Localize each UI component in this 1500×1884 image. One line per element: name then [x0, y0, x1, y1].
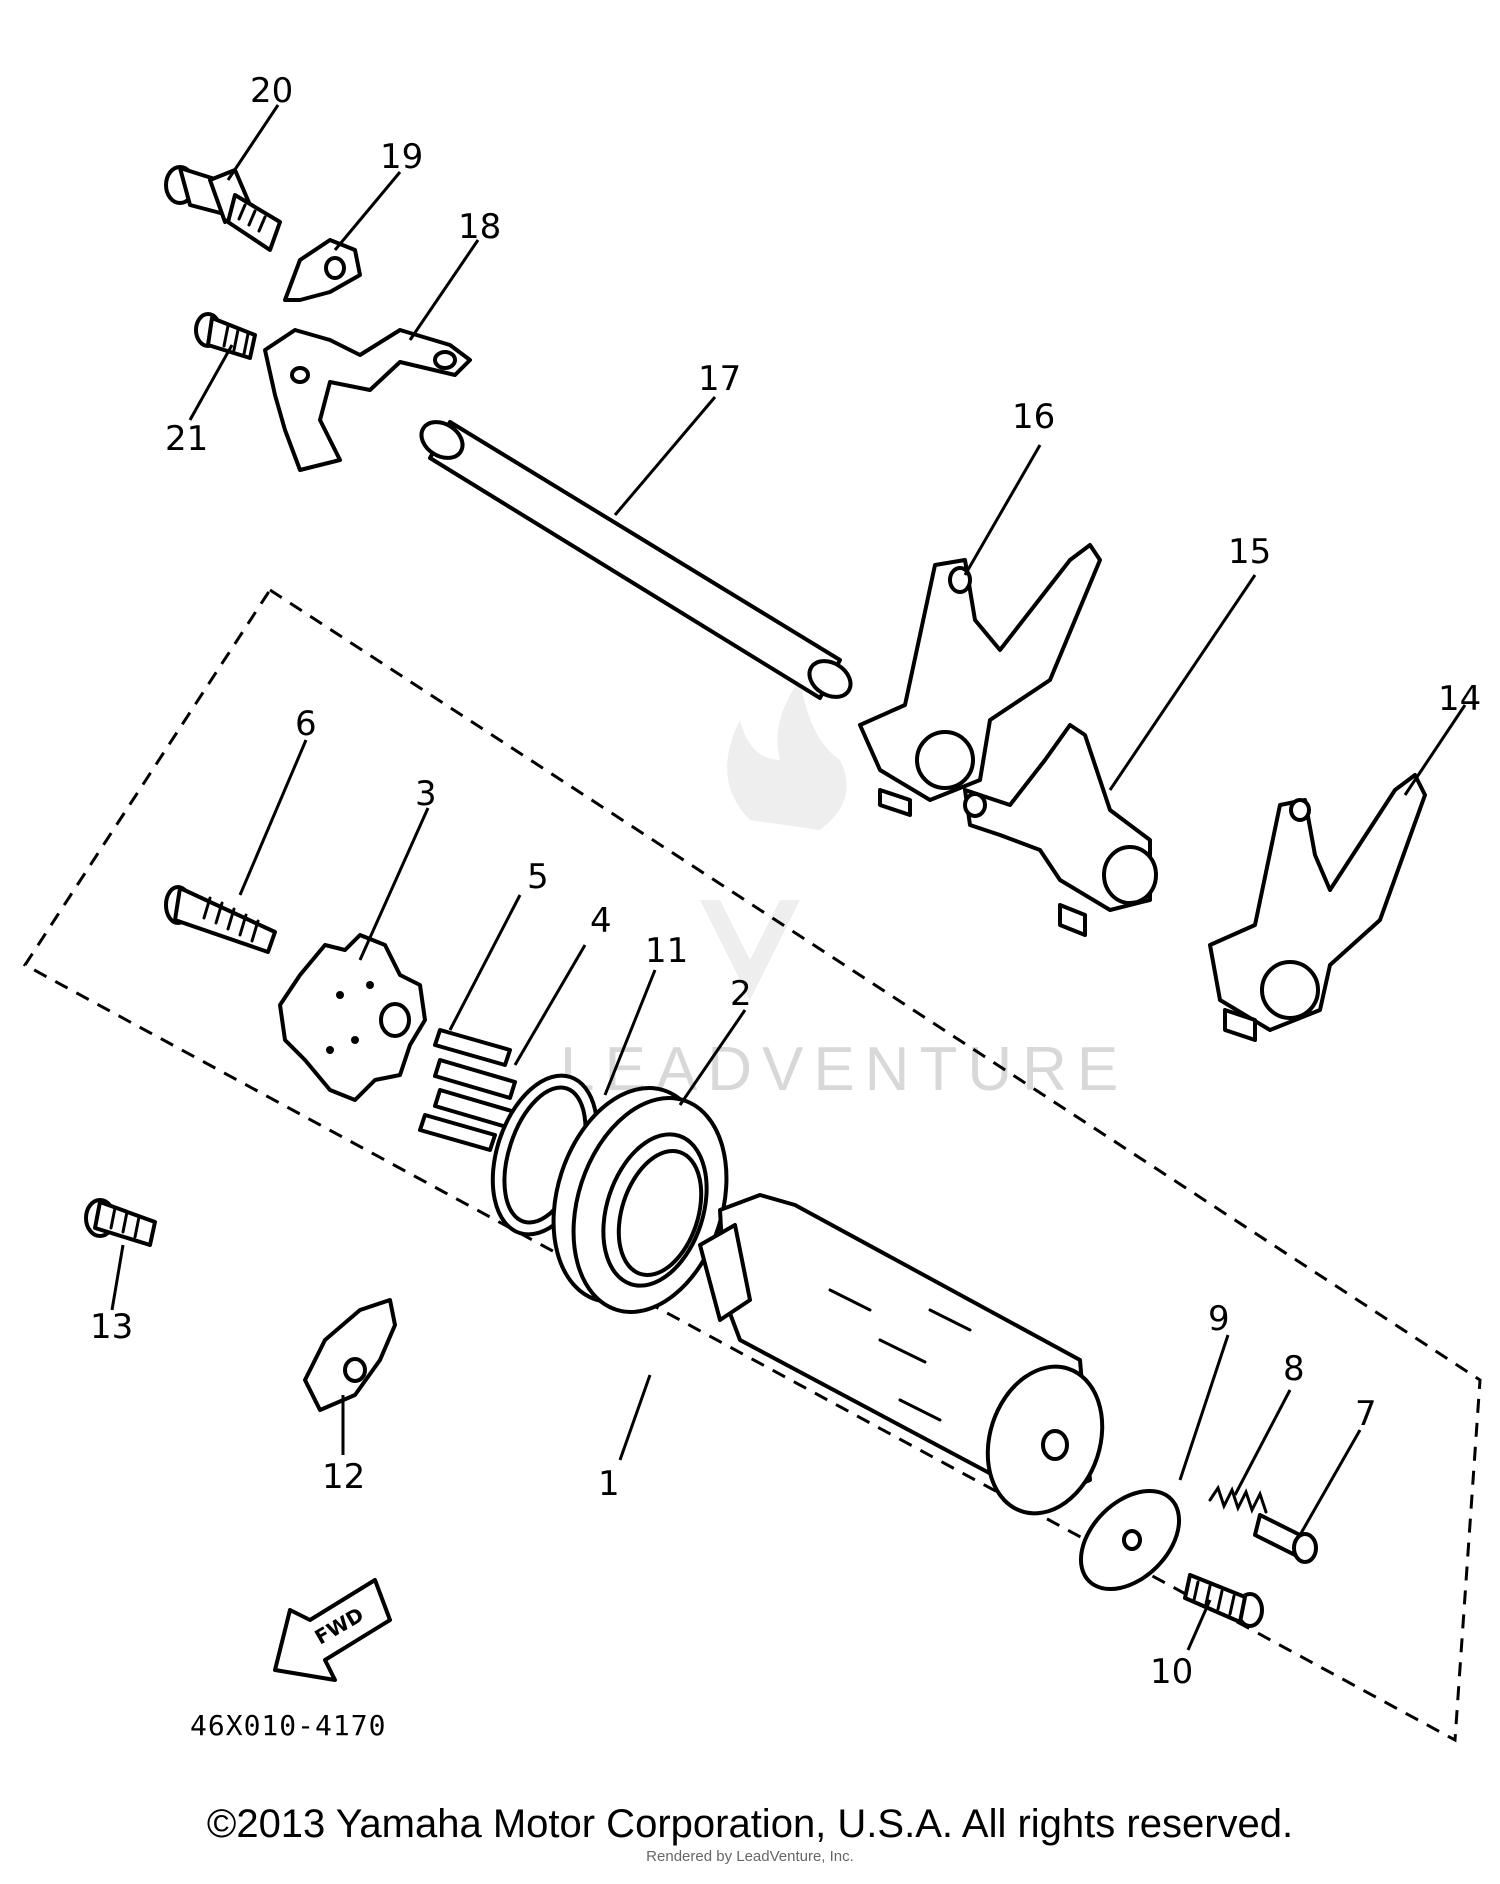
part-8-spring: [1208, 1484, 1268, 1514]
callout-11: 11: [645, 931, 688, 971]
callout-18: 18: [458, 207, 501, 247]
callout-14: 14: [1438, 679, 1481, 719]
callout-21: 21: [165, 419, 208, 459]
callout-3: 3: [415, 774, 437, 814]
part-9-plate: [1078, 1488, 1182, 1592]
callout-15: 15: [1228, 532, 1271, 572]
callout-4: 4: [590, 901, 612, 941]
diagram-code: 46X010-4170: [190, 1709, 386, 1742]
callout-17: 17: [698, 359, 741, 399]
callout-1: 1: [598, 1464, 620, 1504]
part-20-stud-bolt: [164, 165, 282, 252]
callout-9: 9: [1208, 1299, 1230, 1339]
callout-19: 19: [380, 137, 423, 177]
part-7-pin: [1253, 1513, 1318, 1564]
part-13-screw: [84, 1198, 157, 1247]
part-15-shift-fork: [963, 723, 1158, 937]
part-12-plate: [303, 1298, 397, 1412]
callout-20: 20: [250, 71, 293, 111]
callout-7: 7: [1355, 1394, 1377, 1434]
watermark: LEADVENTURE: [560, 680, 1118, 1104]
part-21-screw: [194, 312, 257, 360]
callout-8: 8: [1283, 1349, 1305, 1389]
part-19-plate: [283, 238, 362, 302]
watermark-logo-icon: [727, 680, 847, 830]
part-10-screw: [1183, 1573, 1264, 1628]
callout-12: 12: [322, 1457, 365, 1497]
part-18-lever: [263, 328, 472, 472]
copyright-notice: ©2013 Yamaha Motor Corporation, U.S.A. A…: [206, 1802, 1294, 1846]
watermark-v-icon: [700, 900, 800, 1000]
callout-10: 10: [1150, 1652, 1193, 1692]
leader-lines: [110, 104, 1467, 1651]
fwd-arrow-icon: FWD: [273, 1578, 392, 1682]
callout-5: 5: [527, 857, 549, 897]
part-14-shift-fork: [1208, 773, 1427, 1042]
callout-6: 6: [295, 704, 317, 744]
part-17-shaft: [419, 420, 853, 700]
part-6-long-bolt: [164, 885, 277, 954]
callout-13: 13: [90, 1307, 133, 1347]
part-4-5-pins: [418, 1028, 517, 1152]
part-3-segment: [278, 933, 427, 1102]
callout-labels: 20 19 18 21 17 16 15 14 6 3 5 4 11 2 1 9…: [90, 71, 1481, 1692]
callout-16: 16: [1012, 397, 1055, 437]
rendered-by-credit: Rendered by LeadVenture, Inc.: [646, 1848, 854, 1865]
part-1-shift-drum: [698, 1193, 1105, 1516]
part-2-bearing: [551, 1086, 729, 1314]
assembly-boundary: [22, 587, 1482, 1743]
callout-2: 2: [730, 974, 752, 1014]
